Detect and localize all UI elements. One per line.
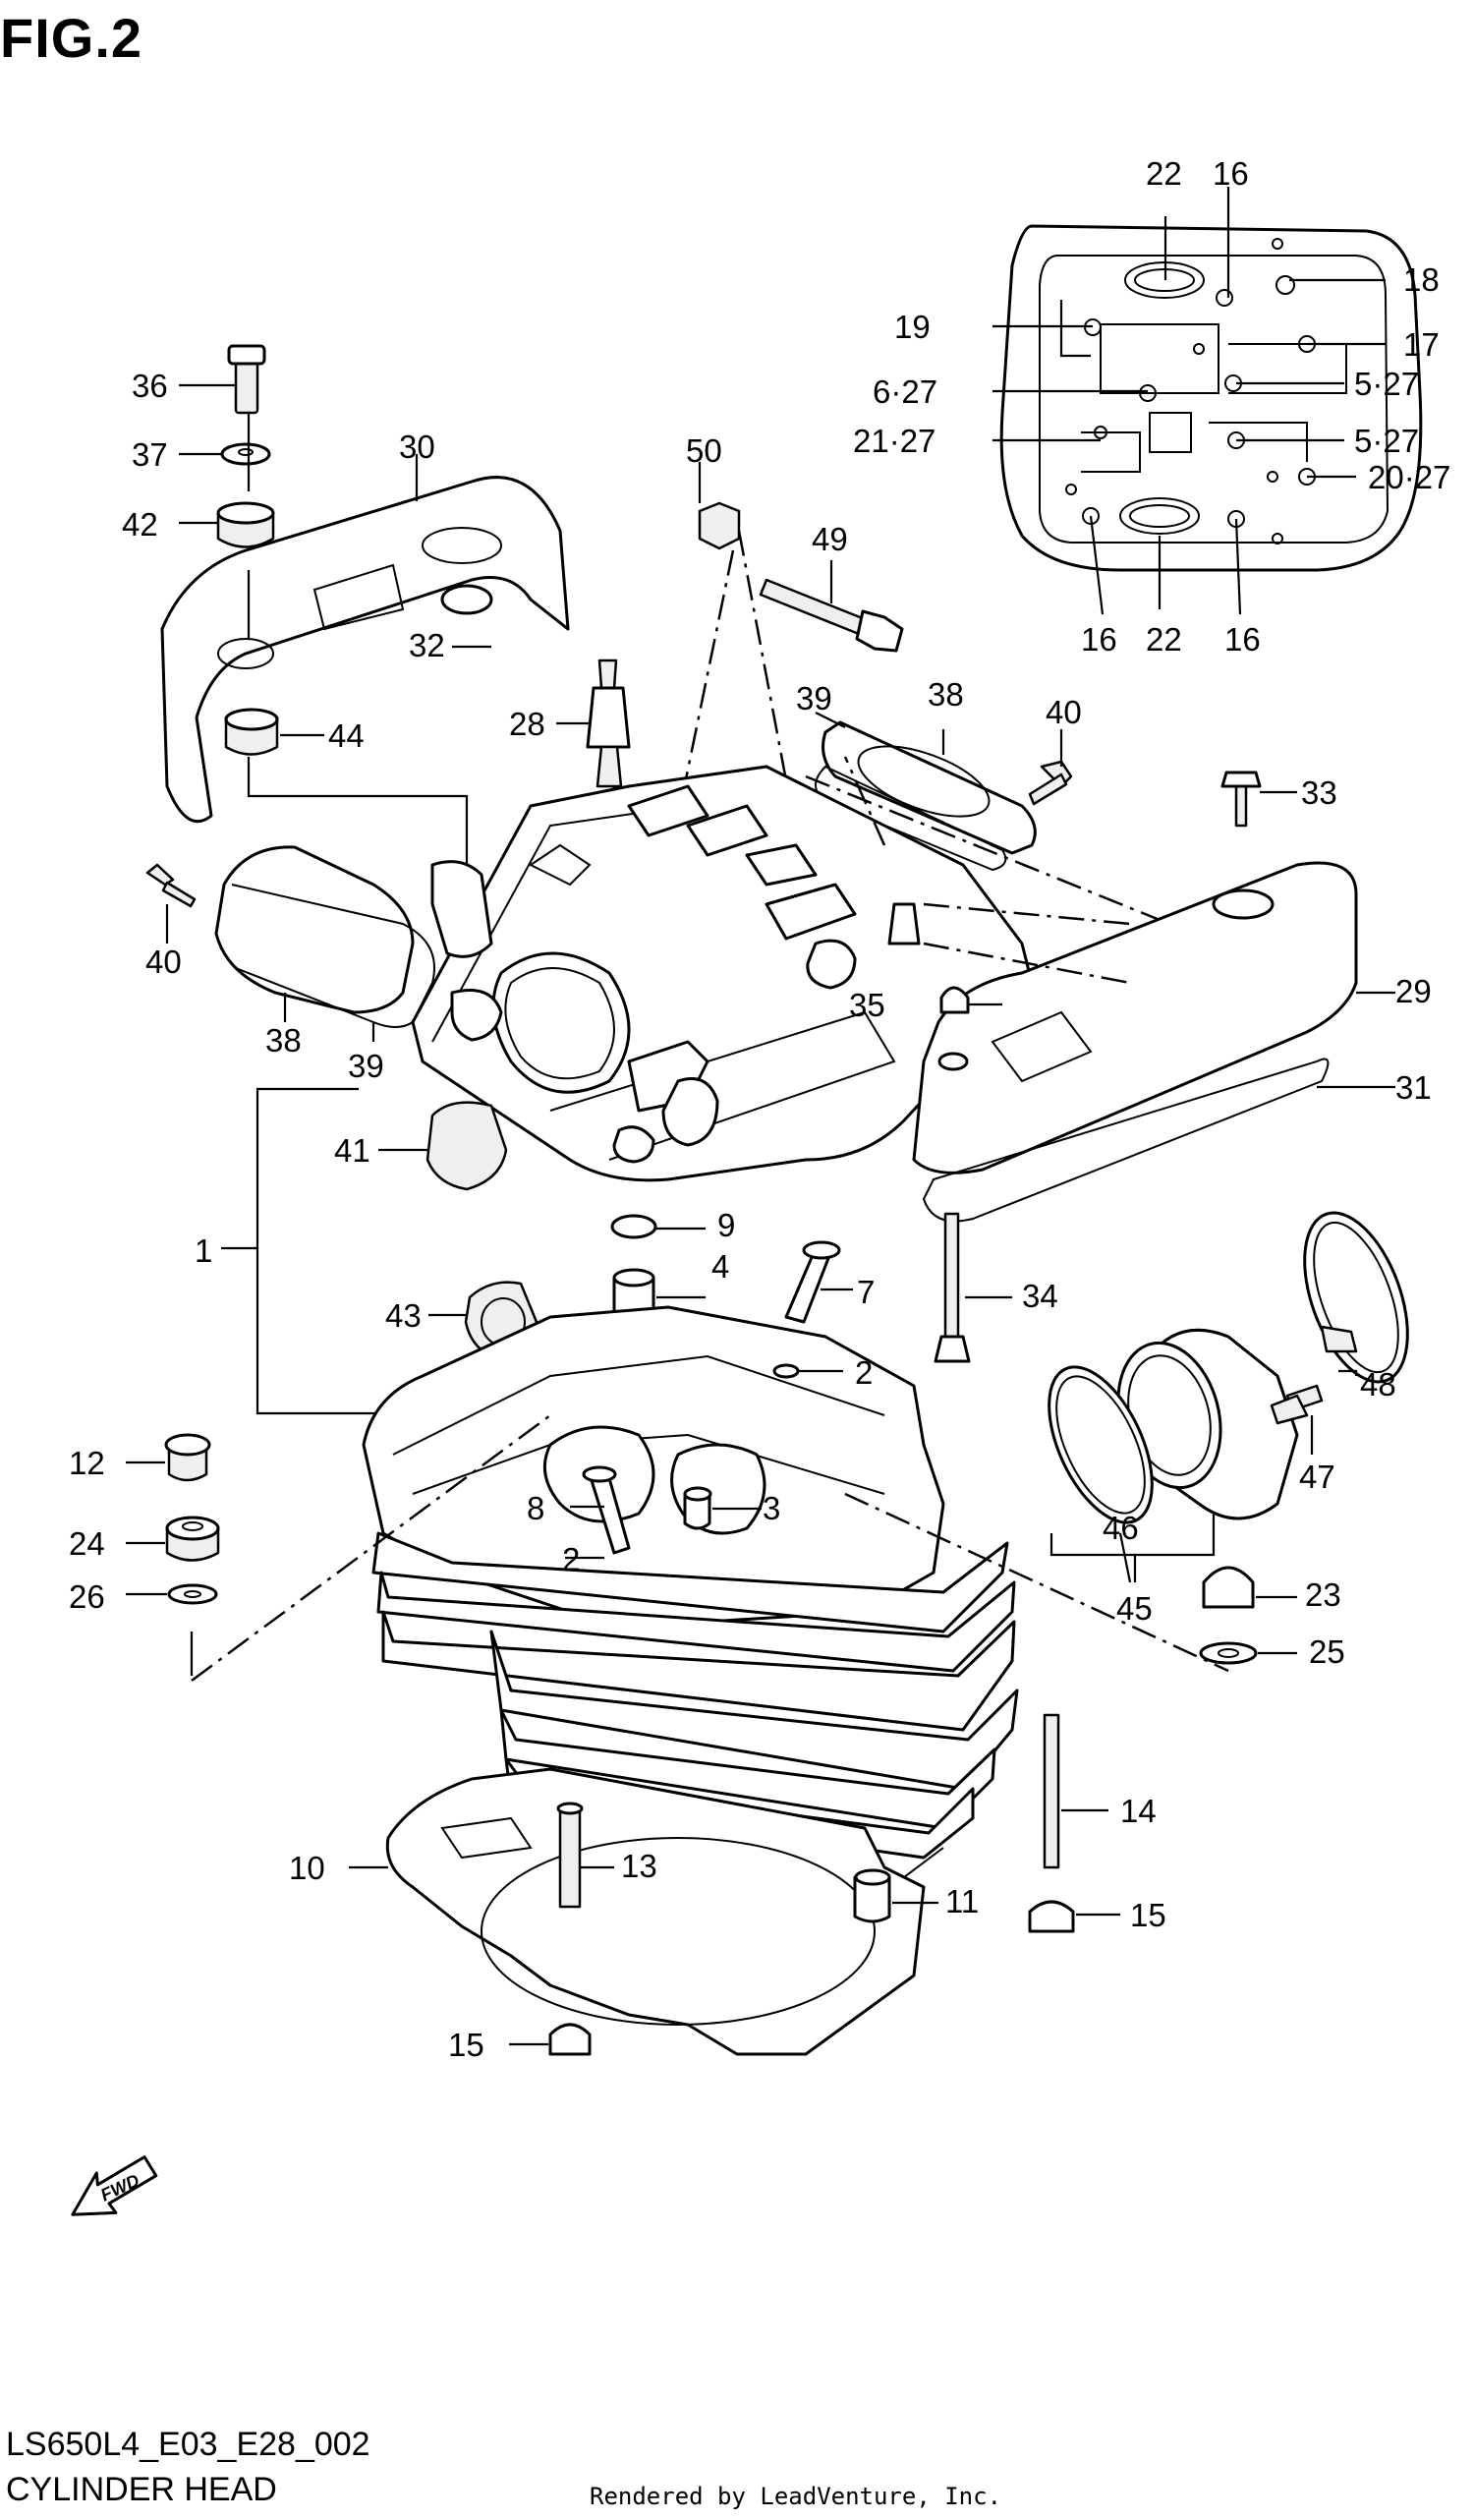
model-code: LS650L4_E03_E28_002	[6, 2426, 370, 2463]
figure-title: FIG.2	[0, 7, 143, 69]
callout-9: 9	[717, 1207, 735, 1243]
callout-16-top: 16	[1213, 155, 1249, 192]
callout-37: 37	[132, 436, 168, 473]
callout-5-27-lower: 5·27	[1354, 423, 1419, 459]
callout-43: 43	[385, 1297, 422, 1334]
callout-31: 31	[1395, 1069, 1432, 1106]
intake-plate-group	[815, 712, 1073, 872]
callout-33: 33	[1301, 774, 1337, 811]
callout-18: 18	[1403, 261, 1440, 298]
callout-17: 17	[1403, 326, 1440, 363]
callout-39-top: 39	[796, 680, 832, 716]
callout-8: 8	[527, 1490, 544, 1526]
callout-23: 23	[1305, 1576, 1341, 1613]
callout-44: 44	[328, 717, 365, 754]
callout-20-27: 20·27	[1368, 459, 1450, 495]
intake-pipe-group	[1048, 1211, 1409, 1583]
callout-32: 32	[409, 627, 445, 663]
callout-1-bracket	[255, 1087, 413, 1415]
cap-nut-washer	[1199, 1566, 1297, 1665]
callout-50: 50	[686, 432, 722, 469]
callout-38-left: 38	[265, 1022, 302, 1059]
callout-30: 30	[399, 429, 435, 465]
callout-36: 36	[132, 368, 168, 404]
callout-15-left: 15	[448, 2027, 484, 2063]
rocker-housing	[411, 756, 1170, 1182]
callout-10: 10	[289, 1850, 325, 1886]
callout-39-left: 39	[348, 1048, 384, 1084]
callout-11: 11	[945, 1883, 979, 1919]
callout-35: 35	[849, 987, 885, 1023]
front-cylinder-cover	[160, 344, 570, 875]
fwd-arrow-icon: FWD	[71, 2155, 158, 2216]
render-credit: Rendered by LeadVenture, Inc.	[590, 2483, 1002, 2510]
callout-38-top: 38	[928, 676, 964, 713]
callout-40-left: 40	[145, 944, 182, 980]
callout-47: 47	[1299, 1459, 1335, 1495]
callout-3: 3	[763, 1490, 780, 1526]
callout-46: 46	[1103, 1510, 1139, 1546]
callout-45: 45	[1116, 1590, 1153, 1627]
callout-7: 7	[857, 1274, 875, 1310]
callout-48: 48	[1360, 1366, 1396, 1403]
left-intake-plate-group	[145, 845, 435, 1042]
rear-cylinder-cover	[912, 771, 1395, 1223]
callout-28: 28	[509, 706, 545, 742]
cylinder-gasket-group	[349, 1713, 1120, 2056]
callout-41: 41	[334, 1132, 370, 1169]
callout-24: 24	[69, 1525, 105, 1562]
callout-6-27: 6·27	[873, 373, 937, 410]
callout-13: 13	[621, 1848, 657, 1884]
callout-12: 12	[69, 1445, 105, 1481]
callout-2-upper: 2	[855, 1354, 873, 1391]
callout-21-27: 21·27	[853, 423, 935, 459]
callout-4: 4	[711, 1248, 729, 1285]
callout-40-top: 40	[1046, 694, 1082, 730]
callout-16-bottom-left: 16	[1081, 621, 1117, 658]
callout-5-27-upper: 5·27	[1354, 366, 1419, 402]
callout-19: 19	[894, 309, 931, 345]
callout-22-top: 22	[1146, 155, 1182, 192]
cylinder-head-inset	[992, 187, 1423, 615]
callout-2-lower: 2	[562, 1541, 580, 1577]
callout-26: 26	[69, 1578, 105, 1615]
callout-14: 14	[1120, 1793, 1157, 1829]
section-title: CYLINDER HEAD	[6, 2471, 277, 2508]
callout-42: 42	[122, 506, 158, 543]
cylinder-head-block	[191, 1305, 1229, 1879]
callout-15-right: 15	[1130, 1897, 1166, 1933]
callout-25: 25	[1309, 1633, 1345, 1670]
callout-49: 49	[812, 521, 848, 557]
seal-stud-group	[428, 1212, 1012, 1363]
callout-29: 29	[1395, 973, 1432, 1009]
callout-1: 1	[195, 1232, 212, 1269]
callout-34: 34	[1022, 1278, 1058, 1314]
left-plug-stack	[126, 1433, 220, 1676]
callout-22-bottom: 22	[1146, 621, 1182, 658]
callout-16-bottom-right: 16	[1224, 621, 1261, 658]
